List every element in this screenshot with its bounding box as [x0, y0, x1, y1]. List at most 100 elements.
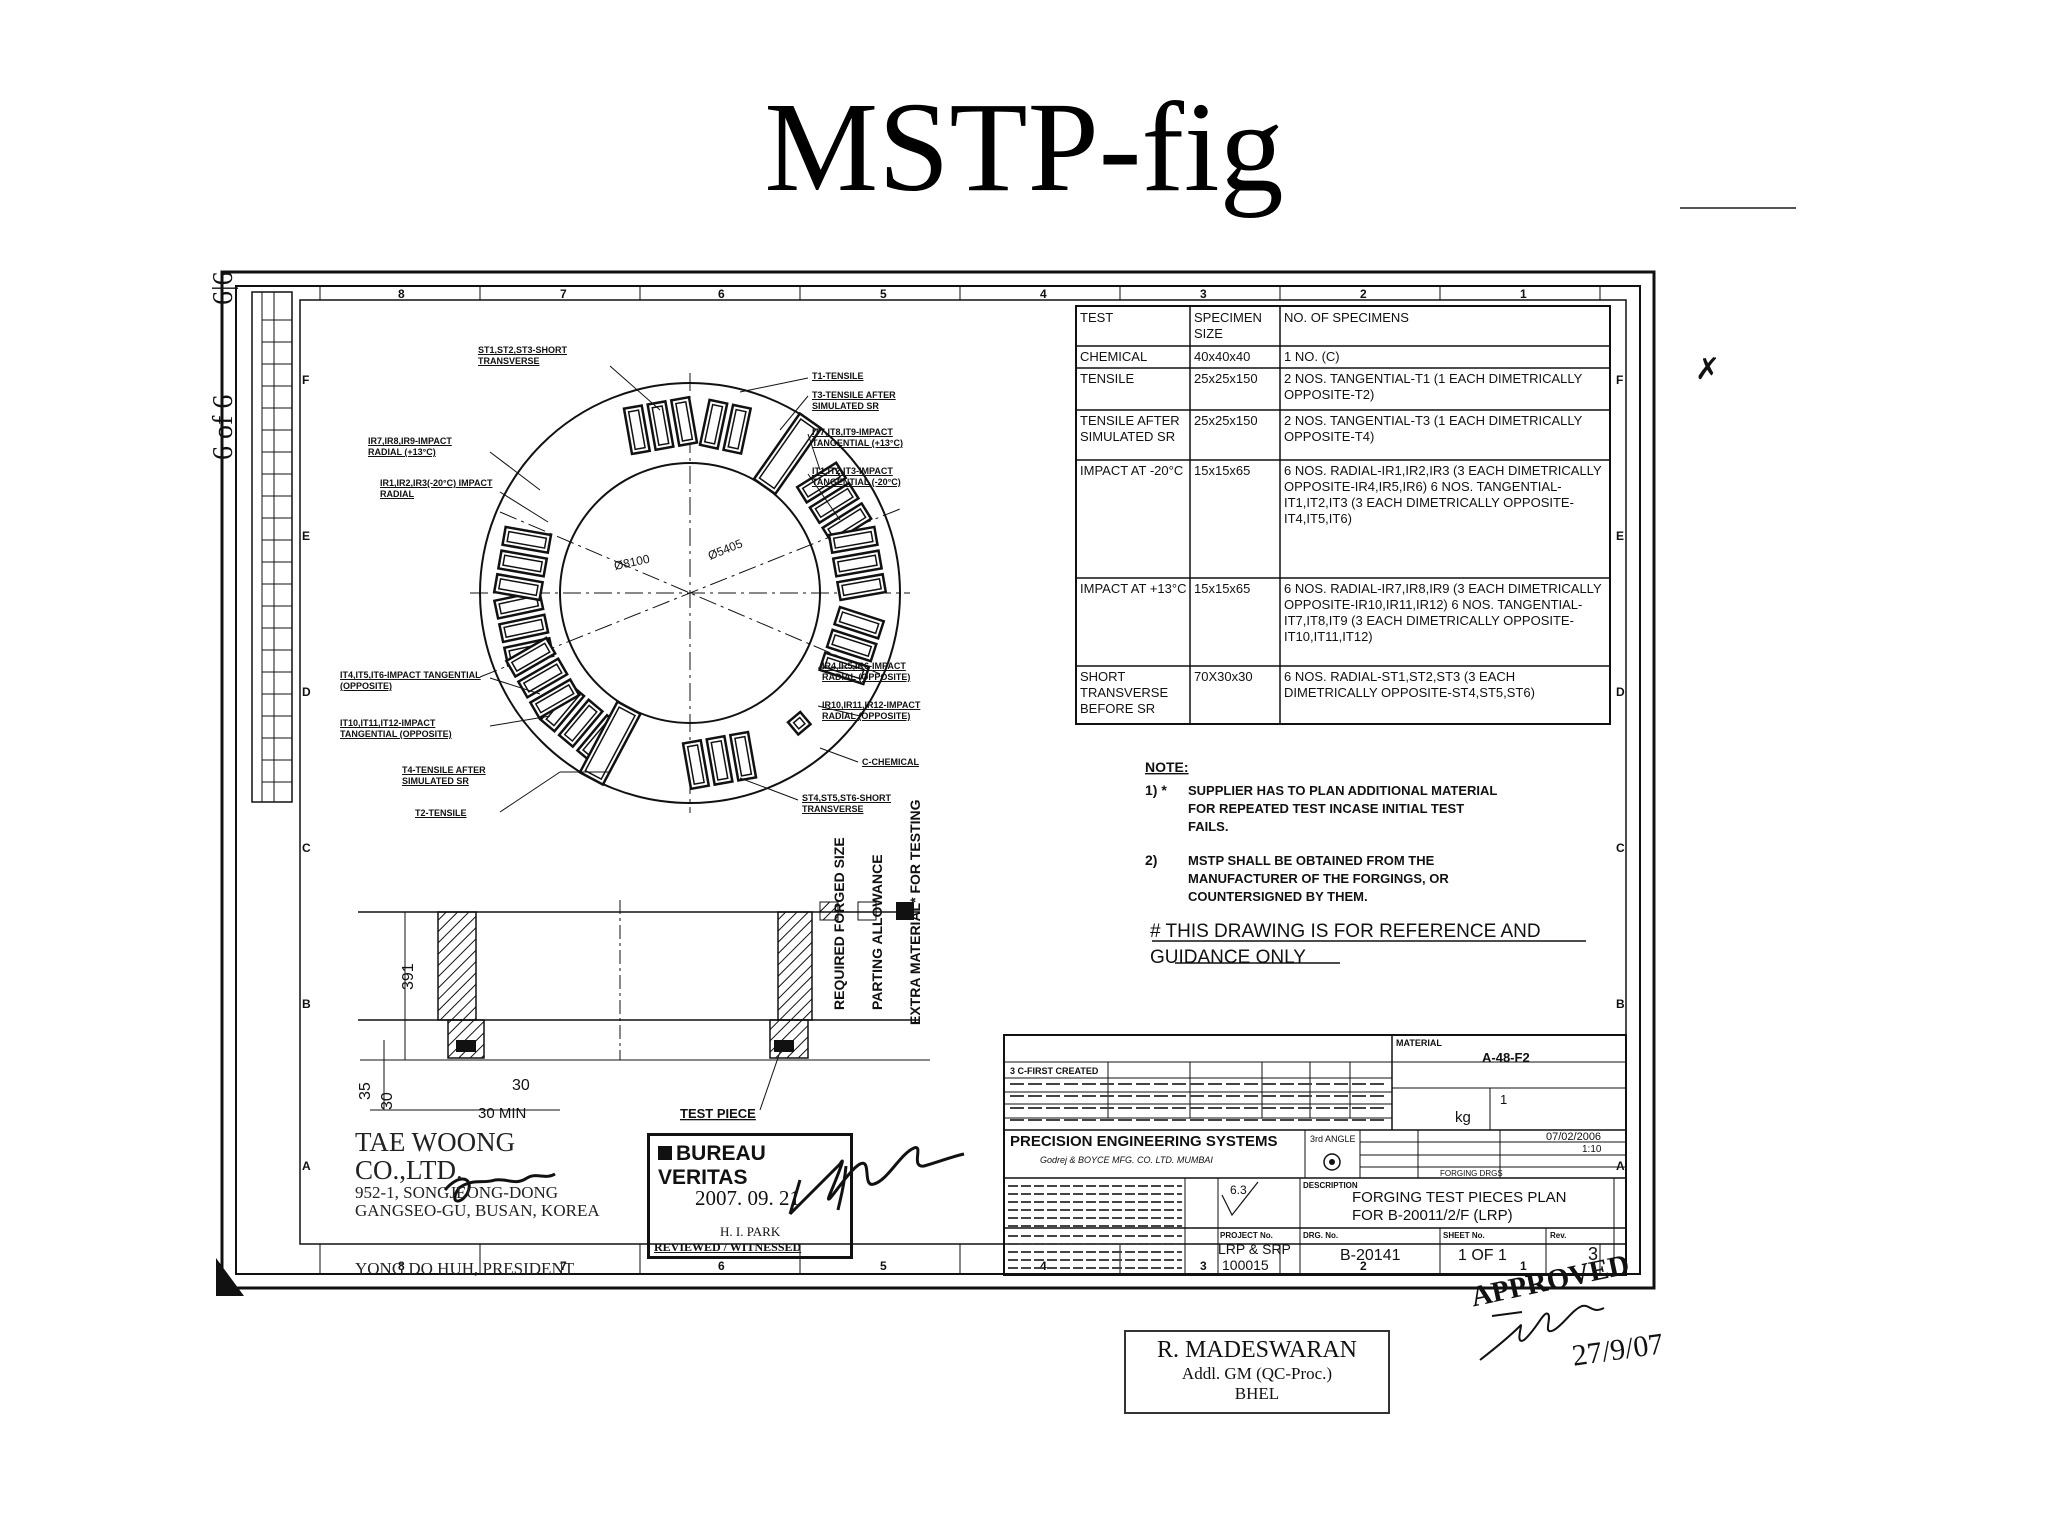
zone-row-label: A — [302, 1159, 311, 1173]
rev-label: Rev. — [1550, 1231, 1566, 1240]
specimen-block — [646, 399, 675, 452]
sub-company: Godrej & BOYCE MFG. CO. LTD. MUMBAI — [1040, 1155, 1213, 1165]
table-cell-test: IMPACT AT -20°C — [1080, 463, 1184, 478]
table-cell-specimens: 6 NOS. RADIAL-IR1,IR2,IR3 (3 EACH DIMETR… — [1284, 463, 1602, 526]
slide-title: MSTP-fig — [764, 76, 1284, 218]
weight-unit: kg — [1455, 1109, 1471, 1126]
specimen-block — [504, 636, 557, 679]
ring-label: T3-TENSILE AFTER SIMULATED SR — [812, 390, 896, 411]
specimen-block — [752, 411, 823, 496]
specimen-group — [786, 710, 813, 737]
ring-label: T2-TENSILE — [415, 808, 467, 818]
leader-line — [609, 365, 661, 411]
zone-col-label: 2 — [1360, 1259, 1367, 1273]
zone-col-label: 4 — [1040, 1259, 1047, 1273]
notes-heading: NOTE: — [1145, 759, 1189, 775]
leader-line — [489, 715, 551, 727]
specimen-block — [622, 404, 652, 456]
material-value: A-48-F2 — [1482, 1050, 1530, 1065]
specimen-block — [786, 710, 813, 737]
bv-date: 2007. 09. 21 — [695, 1186, 800, 1210]
table-cell-specimens: 6 NOS. RADIAL-IR7,IR8,IR9 (3 EACH DIMETR… — [1284, 581, 1602, 644]
ring-label: IT7,IT8,IT9-IMPACT TANGENTIAL (+13°C) — [812, 427, 904, 448]
leader-line — [489, 677, 541, 695]
leader-line — [739, 377, 809, 393]
test-piece-left — [456, 1040, 476, 1052]
specimen-block — [795, 461, 848, 505]
zone-col-label: 4 — [1040, 287, 1047, 301]
note-2-number: 2) — [1145, 852, 1157, 868]
revision-row: 3 C-FIRST CREATED — [1010, 1066, 1099, 1076]
leader-line — [807, 473, 841, 521]
supplier-name: TAE WOONG CO.,LTD. — [355, 1127, 516, 1185]
zone-row-label: C — [1616, 841, 1625, 855]
zone-col-label: 3 — [1200, 287, 1207, 301]
zone-row-label: E — [302, 529, 310, 543]
legend-extra-material: EXTRA MATERIAL* FOR TESTING — [907, 799, 923, 1025]
supplier-address-2: GANGSEO-GU, BUSAN, KOREA — [355, 1201, 600, 1220]
table-header-size: SPECIMEN SIZE — [1194, 310, 1262, 341]
forging-left-wall — [437, 911, 477, 1021]
zone-col-label: 5 — [880, 1259, 887, 1273]
drawing-area-border — [299, 299, 1627, 1245]
test-piece-right — [774, 1040, 794, 1052]
centerline — [499, 511, 881, 675]
leader-line — [499, 491, 549, 523]
specimen-block — [705, 734, 734, 787]
title-block: MATERIAL A-48-F2 3 C-FIRST CREATED kg 1 … — [1003, 1034, 1627, 1276]
dim-30: 30 — [512, 1077, 530, 1094]
witness-signature — [788, 1146, 965, 1216]
specimen-group — [698, 398, 753, 456]
sheet-inner-border — [235, 285, 1641, 1275]
specimen-block — [825, 628, 878, 663]
zone-row-label: E — [1616, 529, 1624, 543]
ring-label: IR4,IR5,IR6-IMPACT RADIAL (OPPOSITE) — [822, 661, 911, 682]
specimen-block — [832, 605, 886, 640]
scale-value: 1:10 — [1582, 1144, 1602, 1155]
note-1-text: SUPPLIER HAS TO PLAN ADDITIONAL MATERIAL… — [1188, 783, 1497, 834]
ring-label: IT4,IT5,IT6-IMPACT TANGENTIAL (OPPOSITE) — [340, 670, 481, 691]
zone-row-label: C — [302, 841, 311, 855]
notes-block: NOTE: 1) * SUPPLIER HAS TO PLAN ADDITION… — [1145, 759, 1586, 968]
ring-label: T4-TENSILE AFTER SIMULATED SR — [402, 765, 486, 786]
cross-section: 391 35 30 30 30 MIN TEST PIECE REQUIRED … — [357, 799, 930, 1122]
specimen-block — [728, 730, 758, 782]
margin-mark: ✗ — [1695, 353, 1721, 386]
legend-parting-allowance: PARTING ALLOWANCE — [869, 854, 885, 1010]
specimen-block — [808, 481, 861, 525]
description-line-1: FORGING TEST PIECES PLAN — [1352, 1189, 1567, 1206]
leader-line — [489, 451, 541, 491]
dim-35: 35 — [357, 1082, 374, 1100]
specimen-group — [622, 395, 699, 456]
zone-row-label: D — [302, 685, 311, 699]
bv-logo-icon — [658, 1146, 672, 1160]
description-line-2: FOR B-20011/2/F (LRP) — [1352, 1207, 1513, 1224]
table-cell-test: TENSILE — [1080, 371, 1135, 386]
supplier-address-1: 952-1, SONGJEONG-DONG — [355, 1183, 559, 1202]
zone-row-label: F — [1616, 373, 1623, 387]
reviewer-name: R. MADESWARAN — [1156, 1337, 1357, 1363]
bv-status: REVIEWED / WITNESSED — [654, 1240, 802, 1254]
specimen-block — [698, 398, 729, 451]
supplier-stamp: TAE WOONG CO.,LTD. 952-1, SONGJEONG-DONG… — [355, 1128, 605, 1278]
specimen-block — [681, 738, 711, 791]
legend-required-forged-size: REQUIRED FORGED SIZE — [831, 837, 847, 1010]
sheet-outer-border — [220, 270, 1656, 1290]
ring-label: IT10,IT11,IT12-IMPACT TANGENTIAL (OPPOSI… — [340, 718, 452, 739]
table-cell-specimens: 1 NO. (C) — [1284, 349, 1340, 364]
zone-col-label: 8 — [398, 287, 405, 301]
zone-col-label: 1 — [1520, 287, 1527, 301]
specimen-block — [501, 525, 553, 555]
machining-table — [251, 291, 293, 803]
supplier-signature — [443, 1172, 556, 1203]
zone-col-label: 6 — [718, 1259, 725, 1273]
table-cell-size: 40x40x40 — [1194, 349, 1251, 364]
forging-right-wall — [777, 911, 813, 1021]
reviewer-place: BHEL — [1234, 1384, 1280, 1403]
dim-391: 391 — [400, 963, 417, 990]
ring-label: IR1,IR2,IR3(-20°C) IMPACT RADIAL — [380, 478, 493, 499]
test-piece-label: TEST PIECE — [680, 1106, 756, 1121]
